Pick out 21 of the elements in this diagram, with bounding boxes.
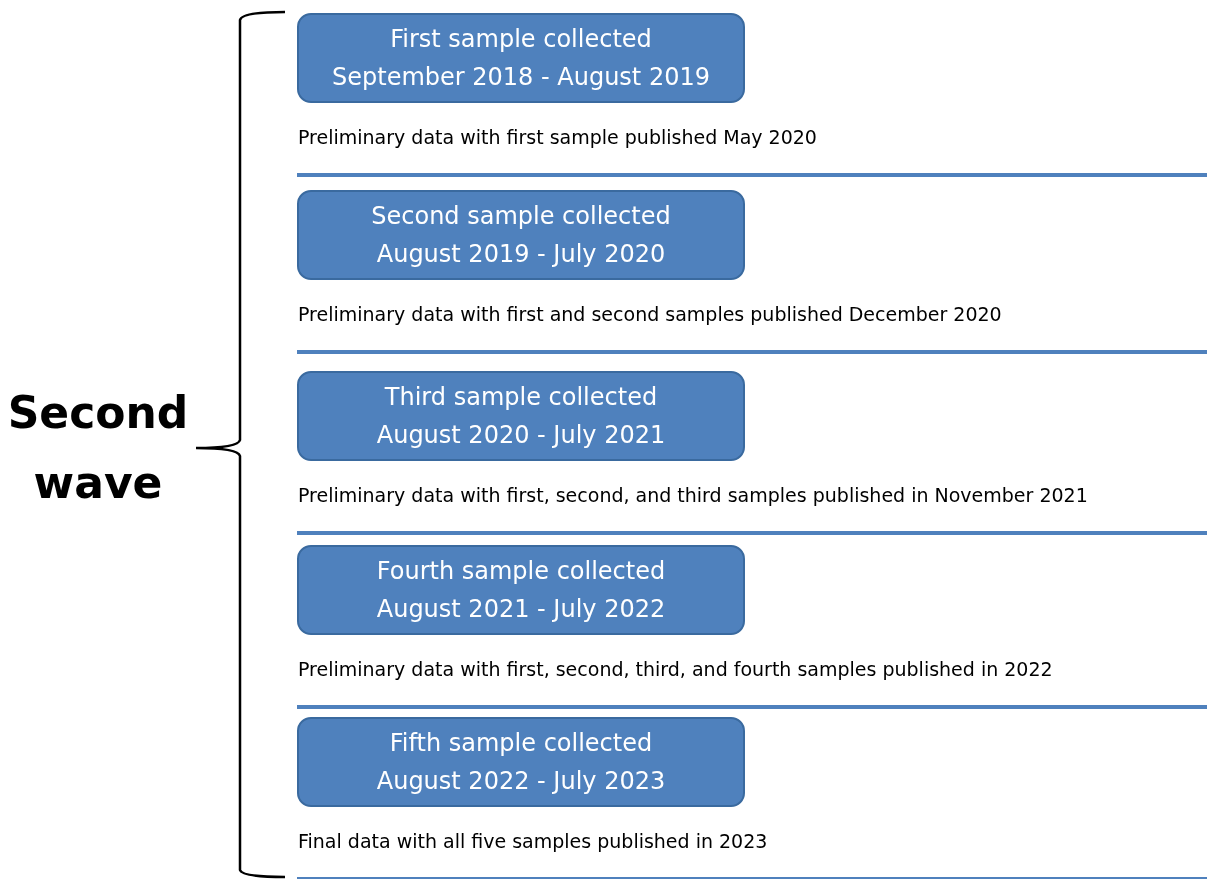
- box-text: August 2022 - July 2023: [376, 766, 666, 797]
- box-text: Fourth sample collected: [376, 556, 666, 587]
- process-box: [297, 371, 745, 461]
- box-text: August 2020 - July 2021: [376, 420, 666, 451]
- note-text: Preliminary data with first and second samples published December 2020: [298, 303, 1002, 325]
- note-text: Final data with all five samples published in 2023: [298, 830, 768, 852]
- box-text: Fifth sample collected: [389, 728, 653, 759]
- box-text: September 2018 - August 2019: [332, 62, 710, 93]
- box-text: August 2019 - July 2020: [376, 239, 666, 270]
- box-text: August 2021 - July 2022: [376, 594, 666, 625]
- box-text: First sample collected: [390, 24, 652, 55]
- note-text: Preliminary data with first, second, and third samples published in November 2021: [298, 484, 1088, 506]
- process-box: [297, 717, 745, 807]
- group-label: Second wave: [6, 386, 190, 510]
- box-text: Second sample collected: [371, 201, 671, 232]
- process-box: [297, 13, 745, 103]
- note-text: Preliminary data with first, second, third, and fourth samples published in 2022: [298, 658, 1053, 680]
- process-box: [297, 190, 745, 280]
- box-text: Third sample collected: [384, 382, 658, 413]
- note-text: Preliminary data with first sample published May 2020: [298, 126, 817, 148]
- process-box: [297, 545, 745, 635]
